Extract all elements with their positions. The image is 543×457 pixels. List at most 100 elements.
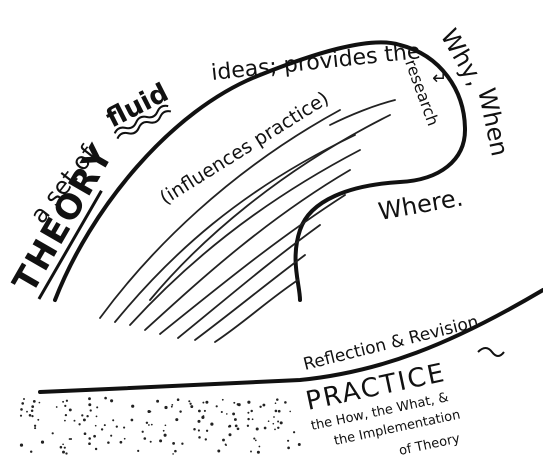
- sand-dot: [62, 443, 64, 446]
- sand-dot: [190, 405, 194, 409]
- sand-dot: [201, 415, 205, 419]
- sand-dot: [228, 433, 232, 437]
- sand-dot: [96, 406, 99, 409]
- sand-dot: [289, 410, 292, 413]
- sand-dot: [31, 415, 34, 418]
- sand-dot: [32, 400, 36, 403]
- theory-wave-outline: [53, 40, 468, 302]
- wave-hatching: [99, 99, 396, 343]
- sand-dot: [263, 426, 267, 430]
- ground-line: [38, 288, 543, 394]
- sand-dot: [171, 404, 174, 406]
- sand-dot: [232, 412, 236, 416]
- sand-dot: [189, 402, 192, 405]
- sand-dot: [62, 450, 65, 454]
- sand-dot: [141, 430, 144, 433]
- sand-dot: [170, 405, 173, 408]
- sand-dot: [254, 439, 257, 442]
- sand-dot: [255, 427, 259, 431]
- sand-dot: [222, 438, 225, 442]
- sand-dot: [19, 443, 24, 447]
- sand-dot: [276, 398, 279, 401]
- sand-dot: [112, 419, 115, 422]
- sand-dot: [23, 398, 25, 400]
- sand-dot: [145, 421, 149, 425]
- sand-dot: [162, 429, 165, 432]
- sand-dot: [156, 399, 160, 403]
- sand-dot: [272, 422, 275, 425]
- sand-dot: [88, 437, 91, 440]
- sand-dot: [100, 428, 104, 431]
- sand-dot: [205, 429, 209, 432]
- sand-dot: [137, 449, 140, 452]
- sand-dot: [149, 410, 152, 413]
- sand-dot: [204, 438, 207, 441]
- sand-dot: [274, 409, 278, 413]
- sand-dot: [62, 400, 65, 403]
- sand-dot: [26, 410, 28, 413]
- sand-dot: [220, 410, 223, 414]
- sand-dot: [258, 445, 261, 448]
- sand-dot: [164, 424, 167, 427]
- sand-dot: [86, 415, 89, 418]
- sand-dot: [277, 426, 280, 430]
- sand-dot: [233, 401, 236, 404]
- sand-dot: [287, 446, 290, 450]
- sand-dot: [19, 414, 23, 417]
- sand-dot: [256, 450, 260, 454]
- sand-dot: [64, 404, 67, 407]
- sand-dot: [123, 437, 126, 440]
- sand-dot: [65, 452, 68, 455]
- sand-dot: [38, 401, 41, 404]
- sand-dot: [34, 427, 37, 430]
- sand-dot: [93, 434, 96, 438]
- sand-dot: [33, 424, 37, 427]
- sand-dot: [83, 432, 87, 436]
- sand-dot: [55, 406, 58, 408]
- sand-dot: [247, 411, 250, 414]
- sand-dot: [115, 425, 118, 428]
- sand-dot: [210, 422, 214, 426]
- sand-dot: [29, 450, 33, 453]
- theory-where: Where.: [376, 183, 465, 225]
- sand-dot: [172, 453, 174, 455]
- sand-dot: [94, 424, 97, 427]
- sand-dot: [149, 440, 152, 443]
- sand-dot: [68, 438, 71, 440]
- sand-dot: [64, 413, 68, 417]
- sand-dot: [110, 399, 114, 403]
- sand-dot: [228, 424, 232, 428]
- sand-dot: [205, 400, 209, 404]
- sand-dot: [172, 442, 176, 445]
- theory-when: When: [472, 85, 514, 158]
- practice-wave-mark: [477, 347, 505, 357]
- sand-dot: [236, 403, 240, 406]
- theory-line-rest: ideas; provides the: [210, 39, 422, 86]
- sand-dot: [277, 420, 280, 423]
- sand-dot: [148, 424, 150, 426]
- sand-dot: [88, 442, 91, 446]
- practice-line-3: of Theory: [398, 431, 462, 457]
- sand-dot: [59, 445, 63, 449]
- sand-dot: [250, 450, 252, 453]
- research-arrow-icon: ↵: [432, 68, 447, 89]
- sand-dot: [198, 409, 201, 413]
- sand-dot: [274, 402, 277, 405]
- sand-dot: [143, 437, 147, 440]
- sand-dot: [250, 409, 253, 413]
- sand-dot: [274, 428, 276, 431]
- sand-dot: [247, 400, 251, 404]
- sand-dot: [217, 449, 221, 453]
- sand-dot: [94, 447, 98, 451]
- sand-dot: [78, 423, 81, 426]
- sand-dots: [19, 396, 301, 455]
- sand-dot: [292, 431, 296, 434]
- sand-dot: [175, 418, 179, 422]
- sand-dot: [30, 409, 34, 412]
- sand-dot: [221, 398, 224, 401]
- sand-dot: [259, 405, 262, 408]
- sand-dot: [163, 433, 167, 437]
- sand-dot: [273, 416, 275, 418]
- sand-dot: [188, 400, 191, 403]
